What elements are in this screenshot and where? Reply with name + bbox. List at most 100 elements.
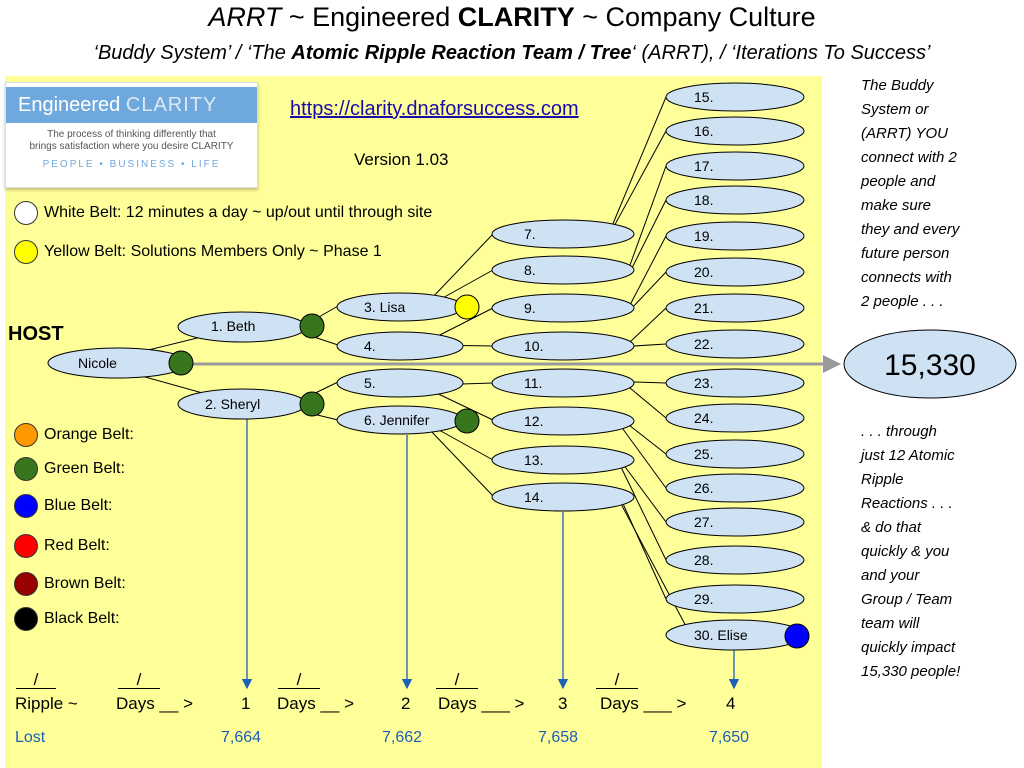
connector (629, 199, 667, 273)
page-subtitle: ‘Buddy System’ / ‘The Atomic Ripple Reac… (0, 42, 1024, 65)
side-note-line: 15,330 people! (861, 663, 961, 680)
white-belt-dot (14, 201, 38, 225)
brown-belt-dot (14, 572, 38, 596)
lost-value: 7,664 (221, 729, 262, 746)
host-label: HOST (8, 323, 64, 345)
node-label: 16. (694, 123, 713, 139)
node-24 (665, 403, 805, 433)
node-label: 6. Jennifer (364, 412, 430, 428)
node-label: 30. Elise (694, 627, 748, 643)
node-nicole (47, 347, 189, 379)
node-16 (665, 116, 805, 146)
side-note-top: The Buddy System or (ARRT) YOU connect w… (861, 74, 1011, 314)
node-label: 10. (524, 338, 543, 354)
yellow-belt-marker (454, 294, 480, 320)
side-note-line: The Buddy (861, 77, 934, 94)
connector (619, 424, 667, 489)
node-label: 18. (694, 192, 713, 208)
node-labels: Nicole 1. Beth 2. Sheryl 3. Lisa 4. 5. 6… (78, 89, 748, 643)
node-label: 17. (694, 158, 713, 174)
connector (611, 96, 667, 227)
node-label: 23. (694, 375, 713, 391)
node-18 (665, 185, 805, 215)
node-22 (665, 329, 805, 359)
green-belt-marker (454, 408, 480, 434)
black-belt-label: Black Belt: (44, 610, 120, 627)
side-note-line: Group / Team (861, 591, 953, 608)
ripple-number: 1 (241, 694, 251, 713)
node-20 (665, 257, 805, 287)
node-label: 1. Beth (211, 318, 255, 334)
connector (629, 387, 667, 419)
side-note-line: just 12 Atomic (861, 447, 955, 464)
orange-belt-dot (14, 423, 38, 447)
page-title: ARRT ~ Engineered CLARITY ~ Company Cult… (0, 2, 1024, 33)
node-14 (491, 482, 635, 512)
side-note-line: System or (861, 101, 929, 118)
node-label: 22. (694, 336, 713, 352)
node-label: 11. (524, 375, 542, 391)
connector (633, 343, 667, 347)
connector (619, 501, 689, 631)
blue-belt-row: Blue Belt: (14, 494, 112, 518)
connector (629, 307, 667, 343)
lost-label: Lost (15, 729, 46, 746)
node-label: 25. (694, 446, 713, 462)
node-label: Nicole (78, 355, 117, 371)
red-belt-label: Red Belt: (44, 537, 110, 554)
node-10 (491, 331, 635, 361)
side-note-line: . . . through (861, 423, 937, 440)
connector (611, 130, 667, 231)
side-note-line: Reactions . . . (861, 495, 953, 512)
green-belt-label: Green Belt: (44, 460, 125, 477)
connector (629, 271, 667, 311)
website-link[interactable]: https://clarity.dnaforsuccess.com (290, 98, 579, 120)
green-belt-row: Green Belt: (14, 457, 125, 481)
side-note-line: 2 people . . . (861, 293, 944, 310)
node-label: 12. (524, 413, 543, 429)
node-label: 14. (524, 489, 543, 505)
node-label: 8. (524, 262, 536, 278)
engineered-clarity-logo: Engineered CLARITY The process of thinki… (5, 82, 258, 188)
blue-belt-marker (784, 623, 810, 649)
days-label: Days ___ > (438, 694, 525, 713)
total-value: 15,330 (884, 349, 976, 382)
connector (619, 459, 667, 523)
ripple-label: Ripple ~ (15, 694, 78, 713)
node-label: 19. (694, 228, 713, 244)
connector (429, 233, 494, 301)
version-label: Version 1.03 (354, 150, 449, 169)
black-belt-row: Black Belt: (14, 607, 120, 631)
connector (629, 165, 667, 266)
orange-belt-row: Orange Belt: (14, 423, 134, 447)
yellow-belt-label: Yellow Belt: Solutions Members Only ~ Ph… (44, 243, 382, 260)
blue-belt-dot (14, 494, 38, 518)
subtitle-part: ‘ (ARRT), / ‘Iterations To Success’ (631, 42, 931, 64)
node-label: 3. Lisa (364, 299, 405, 315)
connector (629, 235, 667, 306)
logo-tagline-line: The process of thinking differently that (47, 129, 216, 140)
node-23 (665, 368, 805, 398)
days-fraction: / (436, 671, 478, 689)
total-bubble (843, 329, 1017, 399)
side-note-line: & do that (861, 519, 922, 536)
node-5 (336, 368, 464, 398)
node-28 (665, 545, 805, 575)
node-label: 26. (694, 480, 713, 496)
node-label: 2. Sheryl (205, 396, 260, 412)
node-19 (665, 221, 805, 251)
node-label: 29. (694, 591, 713, 607)
green-belt-marker (168, 350, 194, 376)
node-25 (665, 439, 805, 469)
node-26 (665, 473, 805, 503)
node-label: 7. (524, 226, 536, 242)
ripple-fraction: / (16, 671, 56, 689)
node-label: 27. (694, 514, 713, 530)
connector (429, 307, 494, 341)
node-4 (336, 331, 464, 361)
ripple-number: 2 (401, 694, 411, 713)
red-belt-row: Red Belt: (14, 534, 110, 558)
node-27 (665, 507, 805, 537)
node-29 (665, 584, 805, 614)
